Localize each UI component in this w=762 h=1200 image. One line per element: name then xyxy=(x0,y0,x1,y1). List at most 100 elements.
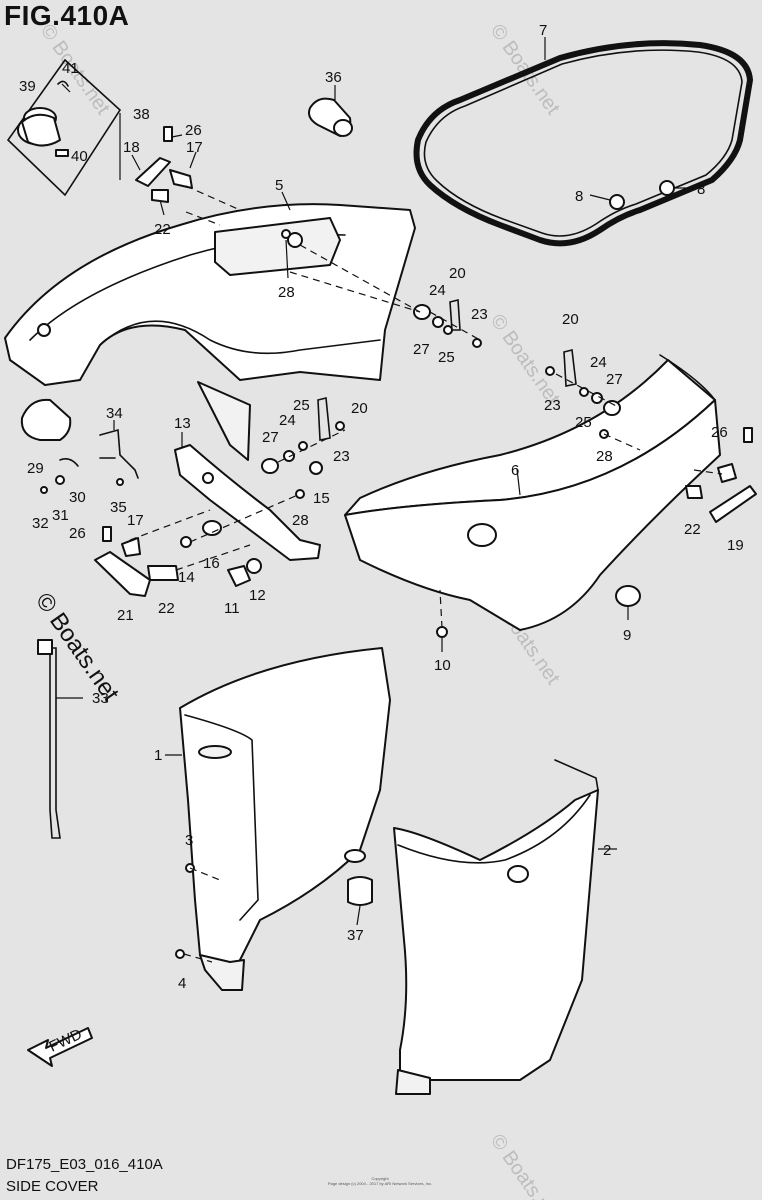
screw-14 xyxy=(180,536,192,548)
callout: 33 xyxy=(92,690,109,707)
grommet-39-body xyxy=(21,113,61,147)
washer-24a xyxy=(432,316,444,328)
assembly-lines xyxy=(129,185,723,963)
pin-40 xyxy=(55,149,69,157)
callout: 26 xyxy=(711,424,728,441)
clip-41 xyxy=(57,80,69,87)
leader xyxy=(159,199,165,216)
callout: 24 xyxy=(429,282,446,299)
screw-28a xyxy=(281,229,291,239)
copyright-notice: Copyright Page design (c) 2004 - 2017 by… xyxy=(300,1176,460,1186)
callout: 23 xyxy=(471,306,488,323)
callout: 13 xyxy=(174,415,191,432)
cover-2-foot xyxy=(395,1069,431,1095)
callout: 30 xyxy=(69,489,86,506)
fwd-arrow-shape xyxy=(27,1027,93,1067)
callout: 32 xyxy=(32,515,49,532)
callout: 23 xyxy=(544,397,561,414)
callout: 26 xyxy=(69,525,86,542)
screw-10 xyxy=(436,626,448,638)
callout: 39 xyxy=(19,78,36,95)
assembly-line xyxy=(603,433,641,451)
bolt-23c xyxy=(335,421,345,431)
cover-5-lip xyxy=(99,320,381,355)
washer-24c xyxy=(283,450,295,462)
callout: 15 xyxy=(313,490,330,507)
lock-plate-20b xyxy=(563,349,577,387)
latch-parts-right xyxy=(685,427,757,523)
cover-6-hole xyxy=(467,523,497,547)
bolt-4 xyxy=(175,949,185,959)
callout: 17 xyxy=(186,139,203,156)
watermark: © Boats.net xyxy=(486,1130,564,1200)
washer-12 xyxy=(246,558,262,574)
handle-19 xyxy=(709,485,757,523)
cover-5-body xyxy=(4,203,416,386)
section-name: SIDE COVER xyxy=(6,1178,99,1195)
callout-numbers: 1 2 3 4 5 6 7 8 8 9 10 11 12 13 14 15 16… xyxy=(19,22,744,992)
callout: 12 xyxy=(249,587,266,604)
bolt-23a xyxy=(472,338,482,348)
callout: 1 xyxy=(154,747,162,764)
assembly-line xyxy=(693,469,723,475)
small-parts-left xyxy=(20,398,139,494)
lock-plate-20a xyxy=(449,298,461,331)
assembly-line xyxy=(555,373,621,409)
leader xyxy=(171,134,183,138)
leader xyxy=(285,239,289,279)
spacer-25a xyxy=(443,325,453,335)
latch-17-right xyxy=(717,463,737,483)
clip-22-left xyxy=(147,565,179,581)
part-36-grommet xyxy=(308,97,353,137)
figure-title: FIG.410A xyxy=(4,0,130,31)
grommet-27a xyxy=(413,304,431,320)
callout: 34 xyxy=(106,405,123,422)
inset-grommet-kit xyxy=(6,58,122,197)
grommet-29 xyxy=(20,398,72,441)
callout: 36 xyxy=(325,69,342,86)
leader-lines xyxy=(56,37,690,926)
clip-22-right xyxy=(685,485,703,499)
callout: 41 xyxy=(62,60,79,77)
pin-26-left xyxy=(102,526,112,542)
seal-ring-inner xyxy=(423,49,743,237)
cover-5-hole xyxy=(37,323,51,337)
callout: 20 xyxy=(351,400,368,417)
part-2-lower-cover xyxy=(347,759,599,1095)
assembly-line xyxy=(429,311,481,341)
leader xyxy=(189,151,197,169)
cover-6-body xyxy=(344,399,721,631)
spacer-25b xyxy=(579,387,589,397)
part-6-side-cover xyxy=(344,354,721,631)
callout: 18 xyxy=(123,139,140,156)
callout: 19 xyxy=(727,537,744,554)
screw-32 xyxy=(40,486,48,494)
callout: 24 xyxy=(590,354,607,371)
callout: 5 xyxy=(275,177,283,194)
callout: 8 xyxy=(575,188,583,205)
copyright-line: Copyright xyxy=(371,1176,389,1181)
diagram-code: DF175_E03_016_410A xyxy=(6,1156,163,1173)
callout: 27 xyxy=(262,429,279,446)
callout: 22 xyxy=(684,521,701,538)
cover-1-inner xyxy=(184,714,259,921)
callout: 21 xyxy=(117,607,134,624)
grommet-16 xyxy=(202,520,222,536)
tie-band-33-head xyxy=(37,639,53,655)
callout: 16 xyxy=(203,555,220,572)
assembly-line xyxy=(185,211,221,226)
callout: 38 xyxy=(133,106,150,123)
cover-6-rim xyxy=(659,354,716,401)
part-1-lower-cover xyxy=(175,647,391,991)
cover-1-boss xyxy=(344,849,366,863)
assembly-line xyxy=(439,589,443,629)
lock-plate-20c xyxy=(317,396,331,441)
callout: 6 xyxy=(511,462,519,479)
grommet-27c xyxy=(261,458,279,474)
pin-26-top xyxy=(163,126,173,142)
callout: 8 xyxy=(697,181,705,198)
clip-30 xyxy=(59,458,79,467)
callout: 14 xyxy=(178,569,195,586)
latch-parts-top xyxy=(135,126,193,203)
